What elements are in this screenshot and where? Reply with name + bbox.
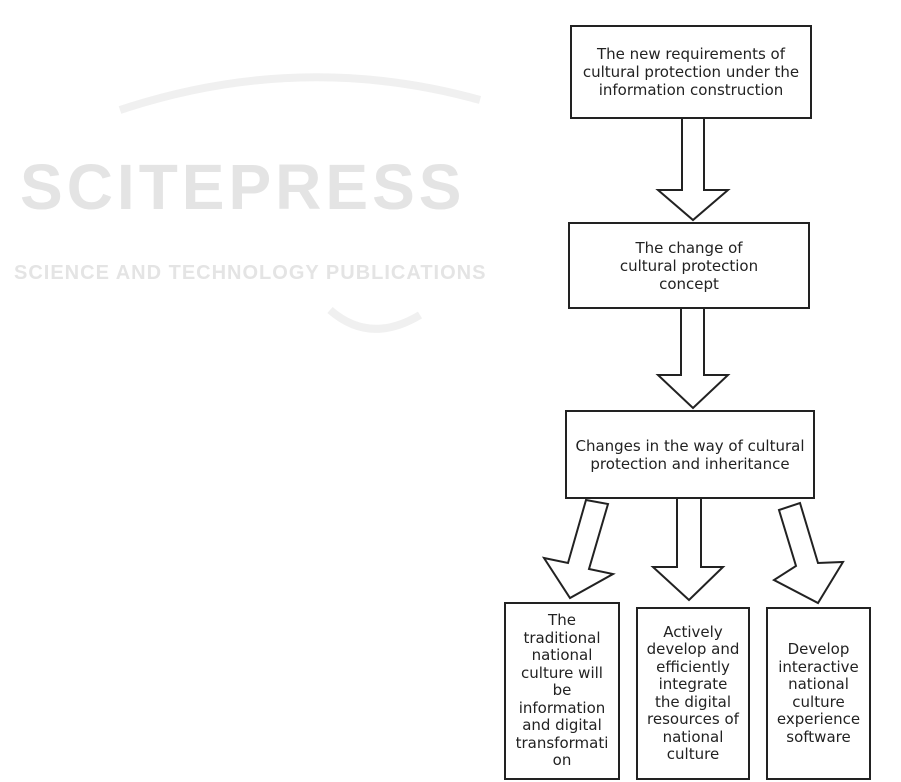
- node-digital-transformation: The traditional national culture will be…: [504, 602, 620, 780]
- node-new-requirements: The new requirements of cultural protect…: [570, 25, 812, 119]
- node-way-changes: Changes in the way of cultural protectio…: [565, 410, 815, 499]
- arrow-down-2: [655, 307, 731, 410]
- arrow-down-3: [650, 497, 726, 602]
- watermark-title: SCITEPRESS: [20, 151, 466, 223]
- node-label: Changes in the way of cultural protectio…: [575, 436, 805, 473]
- node-label: The traditional national culture will be…: [515, 611, 609, 770]
- node-concept-change: The change of cultural protection concep…: [568, 222, 810, 309]
- node-label: Actively develop and efficiently integra…: [646, 622, 740, 763]
- arrow-left-diagonal: [541, 498, 616, 600]
- watermark-logo: [118, 73, 482, 333]
- node-label: Develop interactive national culture exp…: [776, 640, 861, 746]
- watermark-subtitle: SCIENCE AND TECHNOLOGY PUBLICATIONS: [14, 262, 487, 284]
- node-interactive-software: Develop interactive national culture exp…: [766, 607, 871, 780]
- arrow-right-diagonal: [772, 501, 845, 605]
- arrow-down-1: [655, 117, 731, 222]
- node-label: The change of cultural protection concep…: [619, 238, 759, 293]
- node-integrate-resources: Actively develop and efficiently integra…: [636, 607, 750, 780]
- node-label: The new requirements of cultural protect…: [582, 45, 800, 99]
